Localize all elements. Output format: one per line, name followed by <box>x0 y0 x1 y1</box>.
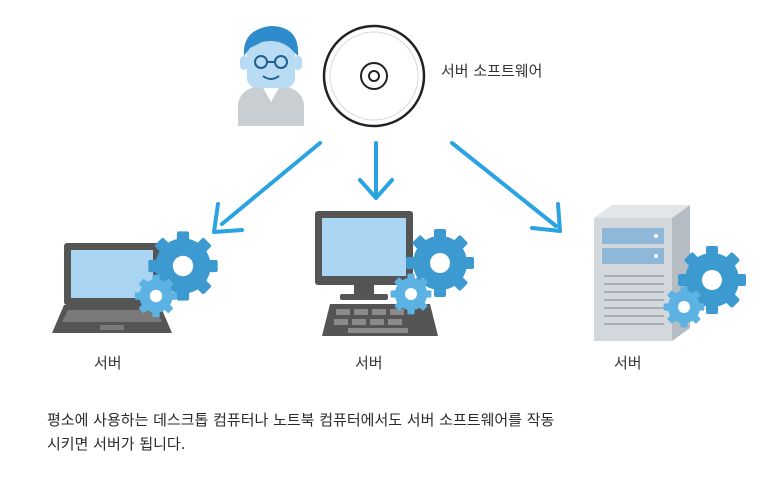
gear-icon <box>663 286 705 328</box>
laptop-icon <box>52 243 172 333</box>
server-software-label: 서버 소프트웨어 <box>441 62 543 80</box>
gear-icon <box>406 229 474 297</box>
arrow-to-laptop <box>212 141 322 234</box>
gear-icon <box>678 246 746 314</box>
caption-line-2: 시키면 서버가 됩니다. <box>47 435 186 453</box>
diagram-canvas <box>52 24 746 341</box>
arrow-to-desktop <box>358 141 394 200</box>
caption: 평소에 사용하는 데스크톱 컴퓨터나 노트북 컴퓨터에서도 서버 소프트웨어를 … <box>47 408 747 456</box>
gear-icon <box>134 274 178 318</box>
person-icon <box>238 26 304 126</box>
arrow-to-tower <box>450 141 562 233</box>
caption-line-1: 평소에 사용하는 데스크톱 컴퓨터나 노트북 컴퓨터에서도 서버 소프트웨어를 … <box>47 411 555 429</box>
disc-icon <box>322 24 426 128</box>
gear-icon <box>390 273 432 315</box>
tower-server-label: 서버 <box>614 354 642 372</box>
gear-icon <box>148 231 218 301</box>
laptop-server-label: 서버 <box>94 354 122 372</box>
desktop-server-label: 서버 <box>355 354 383 372</box>
